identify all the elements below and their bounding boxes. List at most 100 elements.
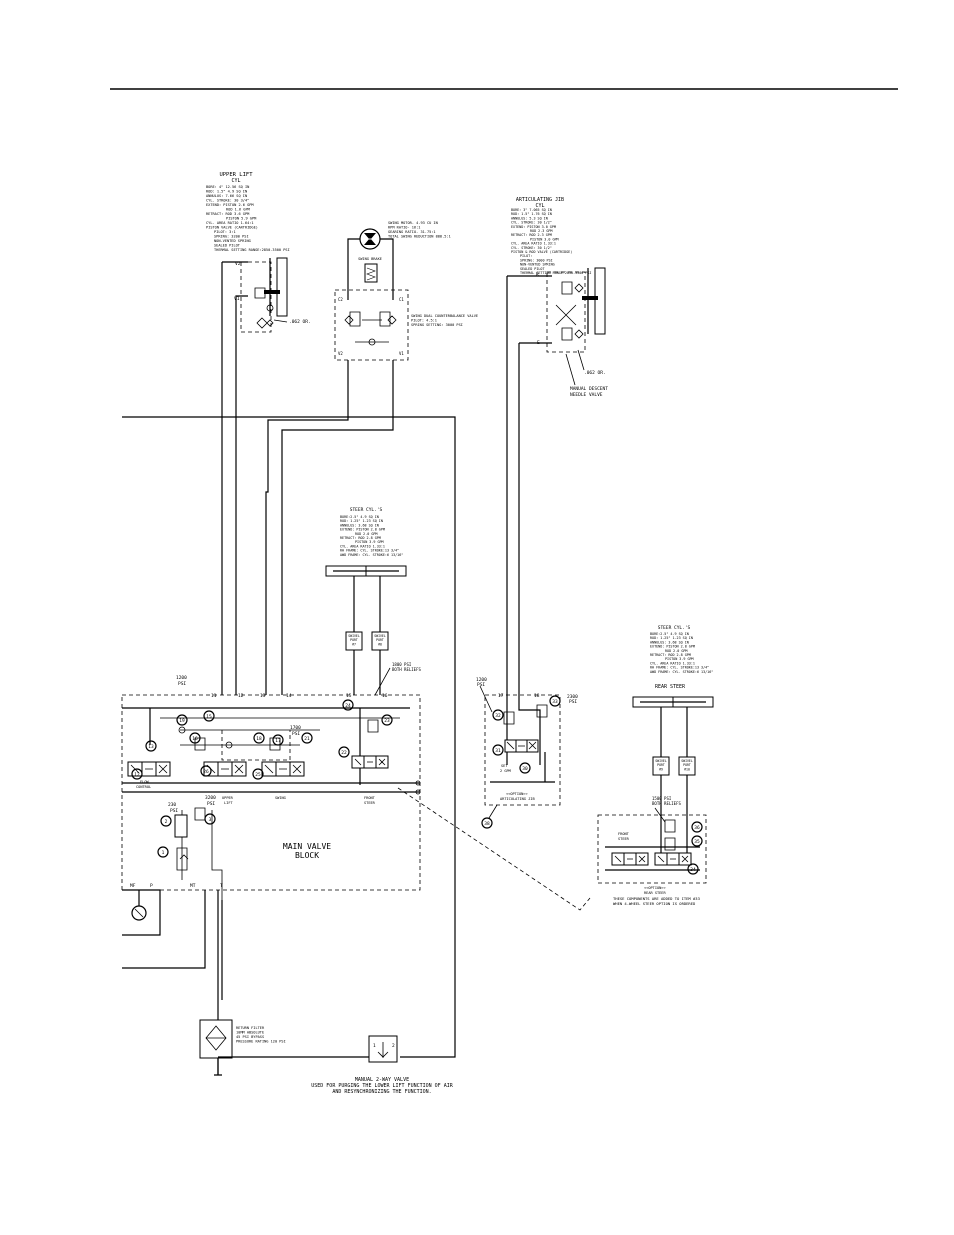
rear-relief-psi: 1500 PSI	[652, 796, 672, 801]
svg-text:33: 33	[552, 699, 558, 705]
motor-spec: GEARING RATIO- 31.75:1	[388, 230, 436, 234]
jib-spec: CYL. STROKE: 30 1/2"	[511, 221, 552, 225]
jib-spec: SEALED PILOT	[520, 267, 545, 271]
jib-spec: PILOT:	[520, 254, 532, 258]
manual-valve-group: 1 2 MANUAL 2-WAY VALVE USED FOR PURGING …	[218, 1035, 454, 1095]
rear-steer-option-box	[597, 814, 707, 884]
filter-spec: PRESSURE RATING 120 PSI	[236, 1040, 286, 1044]
frame-line	[122, 416, 456, 1058]
main-valve-title-2: BLOCK	[295, 851, 319, 860]
cbv-port-v2: V2	[338, 351, 343, 356]
callout-23: 23	[381, 714, 393, 726]
svg-text:23: 23	[384, 718, 390, 724]
spec-line: CYL. AREA RATIO 1.64:1	[206, 221, 254, 225]
svg-text:35: 35	[694, 839, 700, 845]
callout-31: 31	[492, 744, 504, 756]
svg-text:12: 12	[134, 772, 140, 778]
svg-text:22: 22	[341, 750, 347, 756]
jib-valve-box	[546, 271, 586, 353]
jib-title: ARTICULATING JIB	[516, 197, 564, 203]
motor-spec: RPM RATIO- 16:1	[388, 226, 420, 230]
callout-35: 35	[691, 835, 703, 847]
psi-1700-unit: PSI	[292, 731, 300, 737]
psi-1700-value: 1700	[290, 725, 301, 731]
swivel-label: PORT	[376, 638, 384, 642]
svg-text:25: 25	[255, 772, 261, 778]
spec-line: CYL. STROKE: 30 3/4"	[206, 199, 249, 203]
callout-12: 12	[131, 768, 143, 780]
steer-spec: RETRACT: ROD 2.8 GPM	[650, 653, 691, 657]
steer-spec: ROD 2.0 GPM	[355, 532, 377, 536]
steer-spec: RETRACT: ROD 2.8 GPM	[340, 536, 381, 540]
port-mt: MT	[190, 883, 196, 889]
steer-spec: PISTON 3.9 GPM	[665, 657, 694, 661]
steer-spec: CYL. AREA RATIO 1.33:1	[340, 544, 385, 548]
callout-17: 17	[272, 734, 284, 746]
svg-text:2: 2	[165, 819, 168, 825]
svg-text:31: 31	[495, 748, 501, 754]
spool-valve-upper-lift[interactable]	[203, 761, 247, 777]
jib-spec: CYL. STROKE: 30 1/2"	[511, 246, 552, 250]
callout-15: 15	[203, 710, 215, 722]
jib-subtitle: CYL	[535, 203, 544, 209]
callout-32: 32	[492, 709, 504, 721]
svg-text:24: 24	[345, 703, 351, 709]
upper-lift-piston	[264, 290, 280, 294]
callout-33: 33	[549, 695, 561, 707]
jib-spec: PISTON 3.0 GPM	[530, 237, 559, 241]
filter-spec: 10MM ABSOLUTE	[236, 1031, 264, 1035]
rear-spool-valve-2[interactable]	[654, 852, 692, 866]
cbv-spec: PILOT: 4.5:1	[411, 319, 437, 323]
port-13: 13	[260, 693, 266, 699]
swivel-label: SWIVEL	[681, 759, 693, 763]
upper-lift-section-label: UPPER	[222, 796, 234, 800]
jib-spec: RETRACT: ROD 2.3 GPM	[511, 233, 552, 237]
jib-specs: BORE: 3" 7.065 SQ IN ROD: 1.5" 1.76 SQ I…	[511, 208, 591, 275]
main-valve-block-group: MAIN VALVE BLOCK 11 12 13 14 15 16 1200 …	[121, 675, 421, 1075]
callout-22: 22	[338, 746, 350, 758]
steer-spec: ANNULUS: 3.68 SQ IN	[650, 640, 689, 644]
steer-spec: ROD: 1.25" 1.23 SQ IN	[650, 636, 693, 640]
manual-valve-port-1: 1	[373, 1043, 376, 1049]
spec-line: NON-VENTED SPRING	[214, 239, 251, 243]
swivel-label: #7	[352, 643, 356, 647]
jib-spec: EXTEND: PISTON 3.0 GPM	[511, 225, 556, 229]
svg-text:19: 19	[179, 718, 185, 724]
spec-line: PISTON VALVE (CARTRIDGE)	[206, 226, 258, 230]
callout-30: 30	[519, 762, 531, 774]
return-filter-group: RETURN FILTER 10MM ABSOLUTE 45 PSI BYPAS…	[199, 1019, 286, 1076]
spool-valve-front-steer[interactable]	[351, 755, 389, 769]
svg-text:18: 18	[256, 736, 262, 742]
callout-3: 3	[204, 813, 216, 825]
callout-2: 2	[160, 815, 172, 827]
svg-text:38: 38	[484, 821, 490, 827]
port-16: 16	[382, 693, 388, 699]
port-v1: V1	[234, 296, 240, 302]
steer-spec: BORE:2.5" 4.9 SQ IN	[340, 515, 379, 519]
spool-valve-swing[interactable]	[261, 761, 305, 777]
swing-brake	[364, 263, 378, 283]
filter-spec: RETURN FILTER	[236, 1026, 265, 1030]
port-v2: V2	[235, 261, 241, 267]
psi-1200-value: 1200	[176, 675, 187, 681]
filter-spec: 45 PSI BYPASS	[236, 1035, 264, 1039]
svg-text:36: 36	[694, 825, 700, 831]
front-steer-title: STEER CYL.'S	[350, 507, 383, 513]
manual-valve-caption-2: USED FOR PURGING THE LOWER LIFT FUNCTION…	[311, 1083, 453, 1089]
svg-text:15: 15	[206, 714, 212, 720]
psi-230-value: 230	[168, 802, 176, 808]
steer-spec: ROD: 1.25" 1.23 SQ IN	[340, 519, 383, 523]
articulating-jib-group: ARTICULATING JIB CYL BORE: 3" 7.065 SQ I…	[506, 197, 608, 695]
upper-lift-section-label-2: LIFT	[224, 801, 233, 805]
rear-spool-valve-1[interactable]	[611, 852, 649, 866]
upper-lift-orifice: .062 OR.	[289, 319, 311, 325]
callout-21: 21	[301, 732, 313, 744]
motor-spec: TOTAL SWING REDUCTION 888.5:1	[388, 235, 451, 239]
swivel-label: PORT	[350, 638, 358, 642]
steer-spec: EXTEND: PISTON 2.8 GPM	[650, 645, 695, 649]
spec-line: ROD: 1.5" 4.9 SQ IN	[206, 190, 247, 194]
port-12: 12	[238, 693, 244, 699]
port-p: P	[150, 883, 153, 889]
manual-valve-caption-1: MANUAL 2-WAY VALVE	[355, 1077, 409, 1083]
jib-spec: CYL. AREA RATIO 1.33:1	[511, 242, 556, 246]
